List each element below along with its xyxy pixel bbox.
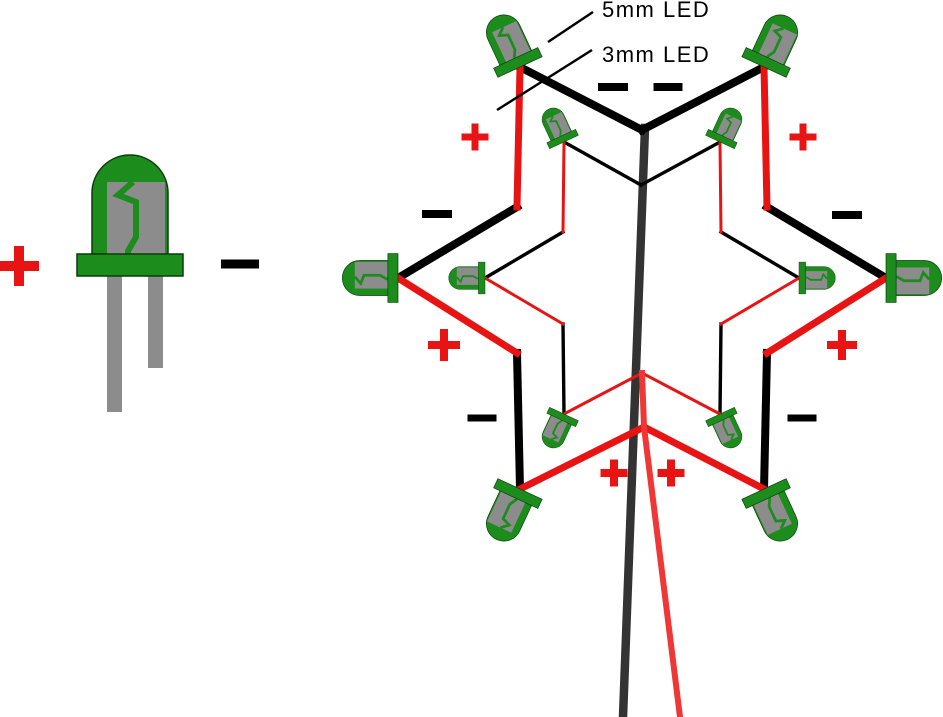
led-body [704, 101, 751, 150]
demo-anode-plus [0, 246, 39, 286]
wire-cathode-3mm-top-right [638, 139, 723, 188]
wire-anode-3mm-bottom-right [639, 370, 723, 417]
led-body [884, 252, 943, 304]
wire-anode-5mm-top-left [513, 63, 524, 211]
led-5mm-top-left [473, 4, 544, 79]
led-body [473, 4, 544, 79]
pointer-line-3mm-led [496, 48, 593, 112]
wire-anode-5mm-top-right [760, 63, 771, 211]
pointer-line-5mm-led [547, 10, 594, 44]
led-body [77, 155, 183, 276]
wire-anode-5mm-bottom-left [515, 422, 649, 494]
led-body [533, 406, 580, 455]
led-3mm-left [447, 261, 486, 295]
wire-anode-5mm-bottom-right [639, 422, 769, 494]
wire-anode-5mm-right [762, 273, 891, 358]
wire-cathode-5mm-top-right [636, 61, 770, 136]
wires-layer [392, 61, 892, 717]
led-3mm-bottom-left [533, 406, 580, 455]
led-3mm-bottom-right [704, 406, 751, 455]
led-3mm-right [798, 261, 837, 295]
wire-cathode-3mm-bottom-left [561, 322, 566, 416]
led-3mm-top-left [533, 101, 580, 150]
wire-anode-3mm-left [482, 275, 566, 327]
wire-cathode-5mm-top-left [514, 61, 648, 136]
leds-layer [77, 4, 943, 552]
led-legs [107, 276, 163, 412]
led-body [533, 101, 580, 150]
led-5mm-left [340, 252, 400, 304]
plus-upper-left [461, 123, 489, 151]
wire-cathode-5mm-left [392, 201, 523, 284]
wire-anode-3mm-bottom-left [561, 370, 645, 417]
led-body [740, 4, 811, 79]
led-5mm-right [884, 252, 943, 304]
wire-lead-negative [618, 123, 650, 717]
led-body [447, 261, 486, 295]
wire-anode-3mm-right [718, 275, 802, 327]
led-demo-5mm [77, 155, 183, 412]
plus-upper-right [789, 123, 817, 151]
wire-anode-3mm-top-right [718, 140, 723, 234]
led-body [473, 477, 544, 552]
led-5mm-bottom-right [740, 477, 811, 552]
label-5mm-led: 5mm LED [602, 0, 710, 22]
polarity-markers-layer [0, 83, 862, 487]
wire-cathode-3mm-right [718, 229, 802, 281]
led-body [340, 252, 400, 304]
wire-anode-3mm-top-left [561, 140, 566, 234]
wire-cathode-3mm-bottom-right [718, 322, 723, 416]
plus-bottom-right [657, 459, 685, 487]
plus-bottom-left [600, 459, 628, 487]
wire-cathode-5mm-right [761, 201, 892, 284]
led-body [704, 406, 751, 455]
led-3mm-top-right [704, 101, 751, 150]
wire-anode-5mm-left [393, 273, 522, 358]
callouts: 5mm LED 3mm LED [496, 0, 710, 112]
wire-cathode-3mm-left [482, 229, 566, 281]
wire-lead-positive [638, 369, 684, 717]
plus-lower-right [827, 330, 857, 360]
wire-cathode-5mm-bottom-left [512, 348, 525, 494]
plus-lower-left [428, 329, 460, 361]
led-5mm-top-right [740, 4, 811, 79]
label-3mm-led: 3mm LED [602, 42, 710, 67]
wire-cathode-3mm-top-left [561, 139, 644, 188]
wire-cathode-5mm-bottom-right [759, 348, 772, 494]
led-body [798, 261, 837, 295]
led-5mm-bottom-left [473, 477, 544, 552]
led-body [740, 477, 811, 552]
